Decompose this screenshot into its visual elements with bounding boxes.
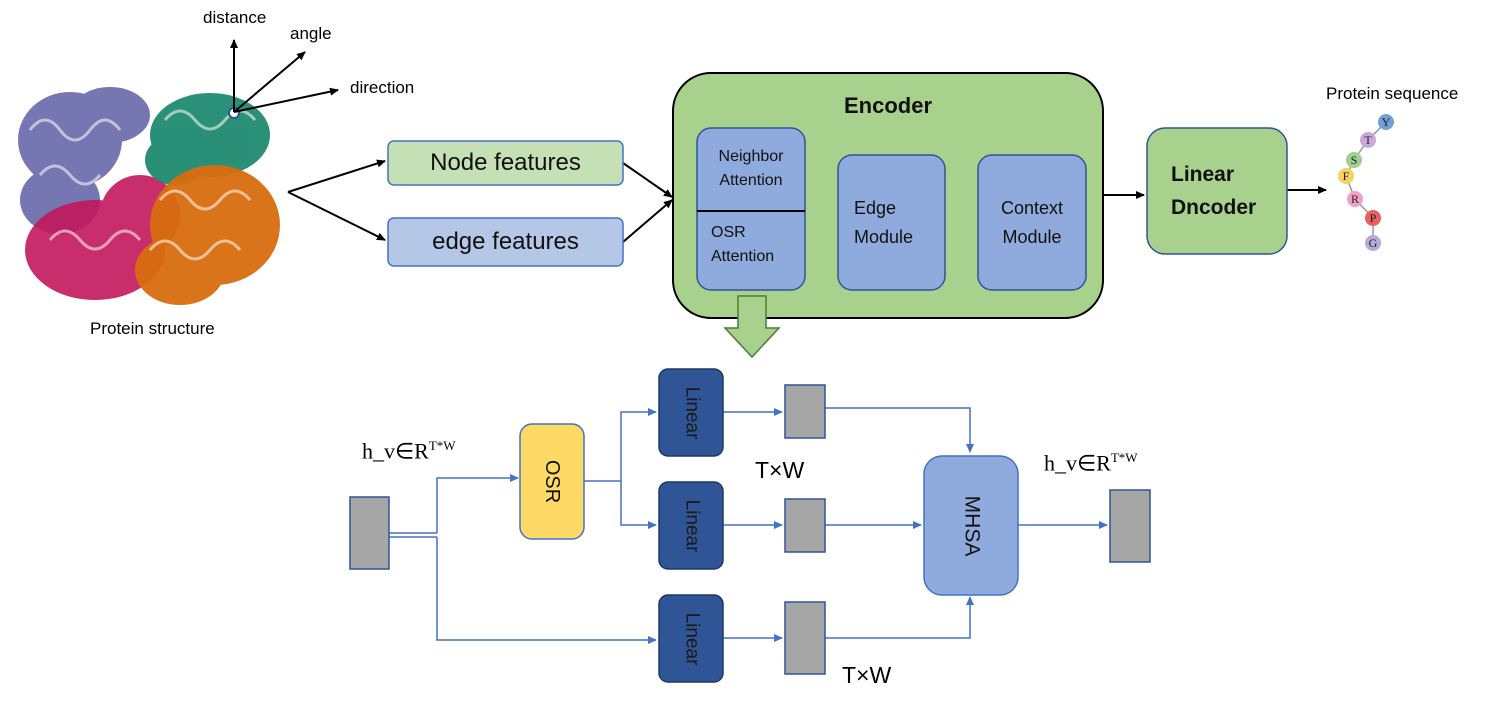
axis-label-direction: direction bbox=[350, 78, 415, 97]
feature-axes bbox=[230, 39, 339, 113]
linear-label-bottom-text: Linear bbox=[680, 612, 702, 665]
linear-label-middle: Linear bbox=[659, 482, 723, 569]
tensor-top bbox=[784, 384, 826, 439]
linear-box-middle bbox=[658, 481, 724, 570]
mhsa-label-text: MHSA bbox=[960, 495, 983, 556]
linear-label-bottom: Linear bbox=[659, 595, 723, 682]
node-features-box bbox=[387, 140, 624, 186]
linear-label-top: Linear bbox=[659, 369, 723, 456]
input-tensor bbox=[349, 496, 390, 570]
input-dimension-label: h_v∈RT*W bbox=[362, 438, 456, 464]
output-dimension-main: h_v∈R bbox=[1044, 450, 1111, 476]
dimension-label-top: T×W bbox=[755, 457, 805, 483]
edge-features-label: edge features bbox=[432, 228, 579, 255]
tensor-middle bbox=[784, 498, 826, 553]
protein-structure-image bbox=[10, 80, 288, 320]
input-dimension-superscript: T*W bbox=[428, 438, 456, 453]
output-tensor bbox=[1109, 489, 1151, 563]
attention-box bbox=[696, 127, 806, 291]
residue-y: Y bbox=[1378, 114, 1394, 130]
osr-label-text: OSR bbox=[541, 459, 564, 504]
residue-f: F bbox=[1338, 168, 1354, 184]
context-module-box bbox=[977, 154, 1087, 291]
residue-g: G bbox=[1365, 235, 1381, 251]
osr-attention-label: OSR Attention bbox=[711, 224, 775, 265]
osr-label: OSR bbox=[520, 424, 584, 539]
neighbor-attention-label: Neighbor Attention bbox=[718, 148, 784, 189]
output-dimension-label: h_v∈RT*W bbox=[1044, 450, 1138, 476]
protein-sequence-title: Protein sequence bbox=[1326, 84, 1459, 103]
node-features-label: Node features bbox=[430, 149, 581, 176]
linear-box-bottom bbox=[658, 594, 724, 683]
linear-label-middle-text: Linear bbox=[680, 499, 702, 552]
input-dimension-main: h_v∈R bbox=[362, 438, 429, 464]
axis-label-distance: distance bbox=[203, 8, 267, 27]
output-dimension-superscript: T*W bbox=[1110, 450, 1138, 465]
structure-to-features-arrows bbox=[287, 159, 1327, 243]
edge-module-box bbox=[837, 154, 946, 291]
linear-label-top-text: Linear bbox=[680, 386, 702, 439]
osr-box bbox=[519, 423, 585, 540]
tensor-bottom bbox=[784, 601, 826, 675]
linear-decoder-label: Linear Dncoder bbox=[1171, 163, 1257, 219]
edge-features-box bbox=[387, 217, 624, 267]
residue-r: R bbox=[1347, 191, 1363, 207]
residue-t: T bbox=[1360, 132, 1376, 148]
residue-s: S bbox=[1346, 152, 1362, 168]
mhsa-label: MHSA bbox=[924, 456, 1018, 595]
protein-structure-label: Protein structure bbox=[90, 319, 215, 338]
encoder-title: Encoder bbox=[843, 93, 933, 118]
residue-p: P bbox=[1365, 210, 1381, 226]
detail-connectors bbox=[389, 407, 1108, 644]
expand-arrow bbox=[723, 295, 781, 359]
linear-box-top bbox=[658, 368, 724, 457]
linear-decoder-box bbox=[1146, 127, 1288, 255]
mhsa-box bbox=[923, 455, 1019, 596]
dimension-label-bottom: T×W bbox=[842, 662, 892, 688]
axis-label-angle: angle bbox=[290, 24, 332, 43]
edge-module-label: Edge Module bbox=[854, 197, 914, 247]
context-module-label: Context Module bbox=[1000, 197, 1064, 247]
